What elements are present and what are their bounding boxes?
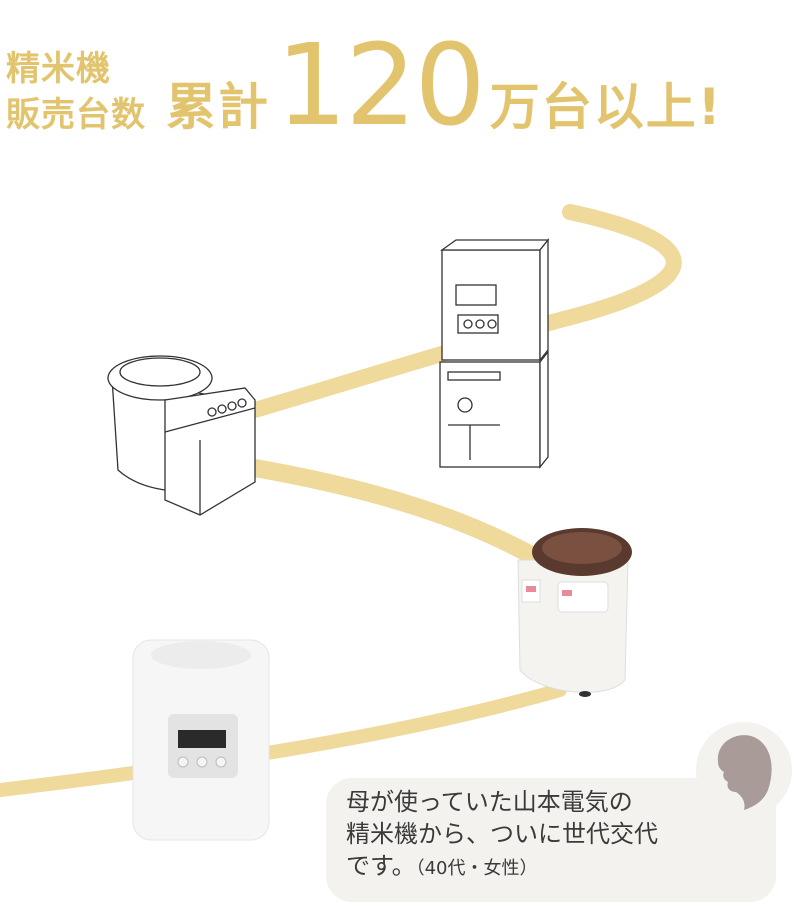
headline-number: 120 xyxy=(276,21,486,151)
brown-lid-rice-mill-image xyxy=(517,528,632,697)
quote-line3: です。 xyxy=(346,852,416,880)
sales-label: 精米機 販売台数 xyxy=(6,46,146,138)
headline-suffix: 万台以上! xyxy=(489,78,723,136)
testimonial-bubble xyxy=(326,778,776,902)
testimonial-text: 母が使っていた山本電気の 精米機から、ついに世代交代 です。（40代・女性） xyxy=(346,786,746,885)
label-line2: 販売台数 xyxy=(6,95,146,135)
quote-line2: 精米機から、ついに世代交代 xyxy=(346,820,658,848)
cabinet-rice-mill-image xyxy=(439,238,550,469)
timeline-ribbon xyxy=(0,204,682,797)
label-line1: 精米機 xyxy=(6,49,111,89)
avatar xyxy=(696,722,792,818)
quote-attribution: （40代・女性） xyxy=(415,858,538,879)
headline: 累計 120 万台以上! xyxy=(166,30,723,142)
headline-prefix: 累計 xyxy=(166,78,270,136)
round-rice-mill-image xyxy=(107,355,256,516)
quote-line1: 母が使っていた山本電気の xyxy=(346,788,633,816)
white-compact-rice-mill-image xyxy=(132,639,270,841)
woman-silhouette-icon xyxy=(717,735,772,810)
